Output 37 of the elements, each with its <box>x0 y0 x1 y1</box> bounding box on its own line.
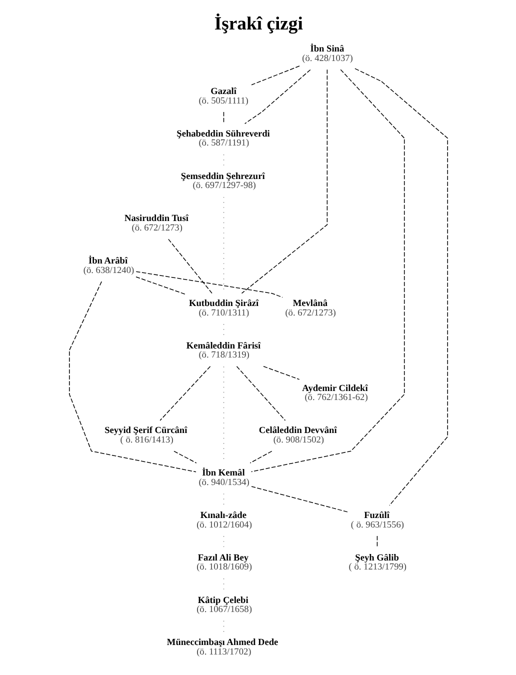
node-text: Şehabeddin Sühreverdi (ö. 587/1191) <box>176 129 270 149</box>
node-text: Şeyh Gâlib ( ö. 1213/1799) <box>348 553 406 573</box>
node-text: Kınalı-zâde (ö. 1012/1604) <box>196 510 252 530</box>
connector <box>173 450 196 464</box>
node-text: Seyyid Şerif Cürcânî ( ö. 816/1413) <box>104 426 187 446</box>
connector <box>250 486 348 513</box>
node-text: İbn Arâbî (ö. 638/1240) <box>82 256 134 276</box>
connector <box>250 69 404 472</box>
connector <box>376 536 378 548</box>
connector <box>68 281 196 472</box>
node-text: Mevlânâ (ö. 672/1273) <box>284 298 336 318</box>
connector <box>249 450 272 464</box>
connector <box>262 366 300 380</box>
connector <box>244 69 310 124</box>
node-text: Aydemir Cildekî (ö. 762/1361-62) <box>302 384 368 404</box>
connector <box>222 112 224 124</box>
connector <box>354 68 448 506</box>
connector <box>135 271 282 298</box>
node-text: Fuzûlî ( ö. 963/1556) <box>350 510 404 530</box>
node-text: İbn Sinâ (ö. 428/1037) <box>302 44 352 64</box>
diagram-title: İşrakî çizgi <box>214 13 302 34</box>
node-text: Nasiruddin Tusî (ö. 672/1273) <box>124 214 188 234</box>
connector <box>240 69 328 294</box>
node-text: Şemseddin Şehrezurî (ö. 697/1297-98) <box>180 172 264 192</box>
connector <box>236 366 286 421</box>
node-text: Gazalî (ö. 505/1111) <box>198 86 248 106</box>
node-text: Kâtip Çelebi (ö. 1067/1658) <box>196 596 252 616</box>
node-text: Kemâleddin Fârisî (ö. 718/1319) <box>186 341 260 361</box>
connector <box>250 66 300 86</box>
node-text: Fazıl Ali Bey (ö. 1018/1609) <box>196 553 252 573</box>
node-text: İbn Kemâl (ö. 940/1534) <box>198 468 249 488</box>
node-text: Celâleddin Devvânî (ö. 908/1502) <box>258 426 336 446</box>
connector <box>168 238 212 294</box>
node-text: Kutbuddin Şirâzî (ö. 710/1311) <box>188 298 258 318</box>
node-text: Müneccimbaşı Ahmed Dede (ö. 1113/1702) <box>166 638 278 658</box>
connector <box>135 276 186 295</box>
connector <box>159 366 210 421</box>
